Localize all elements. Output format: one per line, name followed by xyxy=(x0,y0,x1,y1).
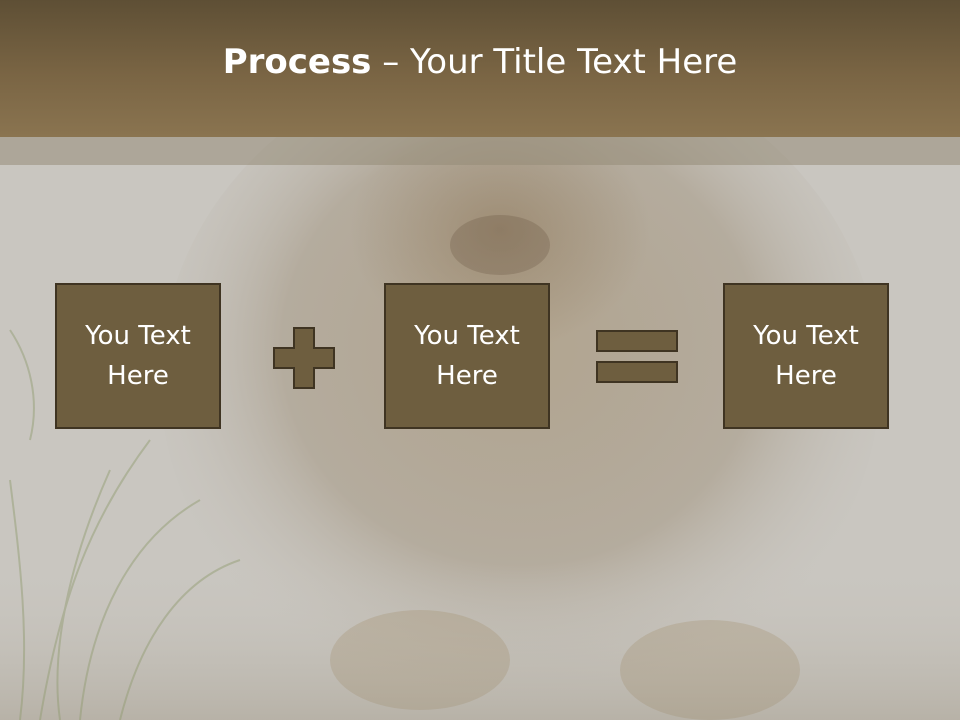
process-box-3[interactable]: You Text Here xyxy=(723,283,889,429)
process-box-2[interactable]: You Text Here xyxy=(384,283,550,429)
title-band xyxy=(0,137,960,165)
title-bold: Process xyxy=(222,41,372,82)
title-rest: – Your Title Text Here xyxy=(371,41,738,82)
process-box-1-text: You Text Here xyxy=(85,321,191,391)
equals-icon xyxy=(596,330,678,383)
process-box-2-text: You Text Here xyxy=(414,321,520,391)
plus-icon xyxy=(273,327,335,389)
process-box-1[interactable]: You Text Here xyxy=(55,283,221,429)
slide-title: Process – Your Title Text Here xyxy=(223,42,738,82)
title-bar: Process – Your Title Text Here xyxy=(0,0,960,137)
process-box-3-text: You Text Here xyxy=(753,321,859,391)
